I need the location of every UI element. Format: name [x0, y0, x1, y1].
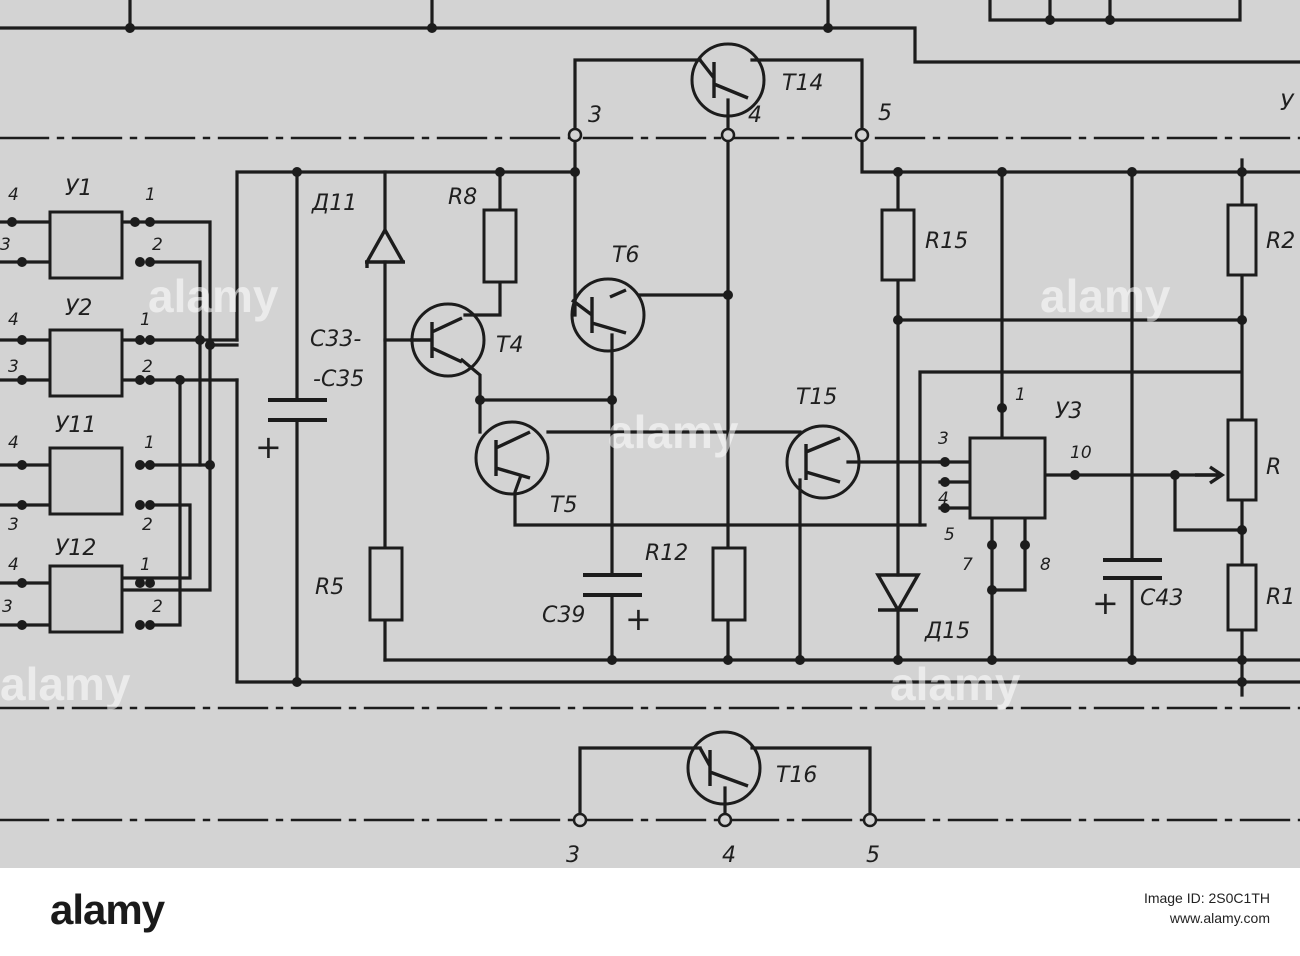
r-low-partial-label: R1: [1266, 585, 1295, 610]
module-u2-pin-2: 2: [142, 357, 153, 377]
plus-sign-c39: +: [625, 600, 652, 638]
bottom-node-5: 5: [866, 843, 880, 868]
plus-sign-c43: +: [1092, 584, 1119, 622]
module-u12-pin-2: 2: [152, 597, 163, 617]
alamy-url: www.alamy.com: [1169, 910, 1270, 926]
u3-pin-1: 1: [1015, 385, 1026, 405]
u3-pin-7: 7: [962, 555, 973, 575]
u3-label: У3: [1055, 399, 1082, 424]
image-id: Image ID: 2S0C1TH: [1143, 890, 1270, 906]
module-u1-pin-4: 4: [8, 185, 19, 205]
t6-label: Т6: [612, 243, 639, 268]
u3-pin-4: 4: [938, 489, 949, 509]
c33-label-line2: -С35: [313, 367, 364, 392]
module-u2-pin-3: 3: [8, 357, 19, 377]
watermark-5: alamy: [890, 658, 1021, 710]
r2-partial-label: R2: [1266, 229, 1295, 254]
u3-pin-8: 8: [1040, 555, 1051, 575]
c33-label-line1: С33-: [310, 327, 361, 352]
watermark-3: alamy: [1040, 270, 1171, 322]
c39-label: С39: [542, 603, 585, 628]
d11-label: Д11: [311, 191, 357, 216]
u3-pin-10: 10: [1070, 443, 1092, 463]
t4-label: Т4: [496, 333, 523, 358]
alamy-logo: alamy: [50, 886, 165, 933]
t15-label: Т15: [796, 385, 837, 410]
module-u11-pin-4: 4: [8, 433, 19, 453]
watermark-1: alamy: [148, 270, 279, 322]
module-u1-pin-3: 3: [0, 235, 11, 255]
module-u2-label: У2: [65, 296, 92, 321]
bottom-node-3: 3: [566, 843, 580, 868]
u3-pin-5: 5: [944, 525, 955, 545]
module-u12-pin-3: 3: [2, 597, 13, 617]
r15-label: R15: [925, 229, 968, 254]
module-u12-pin-1: 1: [140, 555, 151, 575]
module-u2-pin-1: 1: [140, 310, 151, 330]
module-u11-pin-3: 3: [8, 515, 19, 535]
plus-sign-left-cap: +: [255, 428, 282, 466]
r8-label: R8: [448, 185, 477, 210]
top-node-3: 3: [588, 103, 602, 128]
top-node-4: 4: [748, 103, 762, 128]
module-u12-pin-4: 4: [8, 555, 19, 575]
t14-label: Т14: [782, 71, 823, 96]
circuit-schematic: 3 4 5 3 4 5 У1 4 3 1 2 У2 4 3 1 2 У11 4 …: [0, 0, 1300, 868]
r5-label: R5: [315, 575, 344, 600]
c43-label: С43: [1140, 586, 1183, 611]
r-mid-partial-label: R: [1266, 455, 1281, 480]
t16-label: Т16: [776, 763, 817, 788]
module-u1-pin-1: 1: [145, 185, 156, 205]
watermark-4: alamy: [0, 658, 131, 710]
bottom-node-4: 4: [722, 843, 736, 868]
d15-label: Д15: [924, 619, 970, 644]
module-u1-label: У1: [65, 176, 92, 201]
module-u11-pin-2: 2: [142, 515, 153, 535]
module-u12-label: У12: [55, 536, 96, 561]
t5-label: Т5: [550, 493, 577, 518]
module-u11-label: У11: [55, 413, 96, 438]
footer-bar: alamy Image ID: 2S0C1TH www.alamy.com: [0, 868, 1300, 956]
image-id-block: Image ID: 2S0C1TH www.alamy.com: [1144, 888, 1270, 928]
schematic-paper: 3 4 5 3 4 5 У1 4 3 1 2 У2 4 3 1 2 У11 4 …: [0, 0, 1300, 868]
module-u2-pin-4: 4: [8, 310, 19, 330]
module-u1-pin-2: 2: [152, 235, 163, 255]
watermark-2: alamy: [608, 406, 739, 458]
u3-pin-3: 3: [938, 429, 949, 449]
y-partial-label: У: [1280, 91, 1295, 116]
top-node-5: 5: [878, 101, 892, 126]
module-u11-pin-1: 1: [144, 433, 155, 453]
r12-label: R12: [645, 541, 688, 566]
